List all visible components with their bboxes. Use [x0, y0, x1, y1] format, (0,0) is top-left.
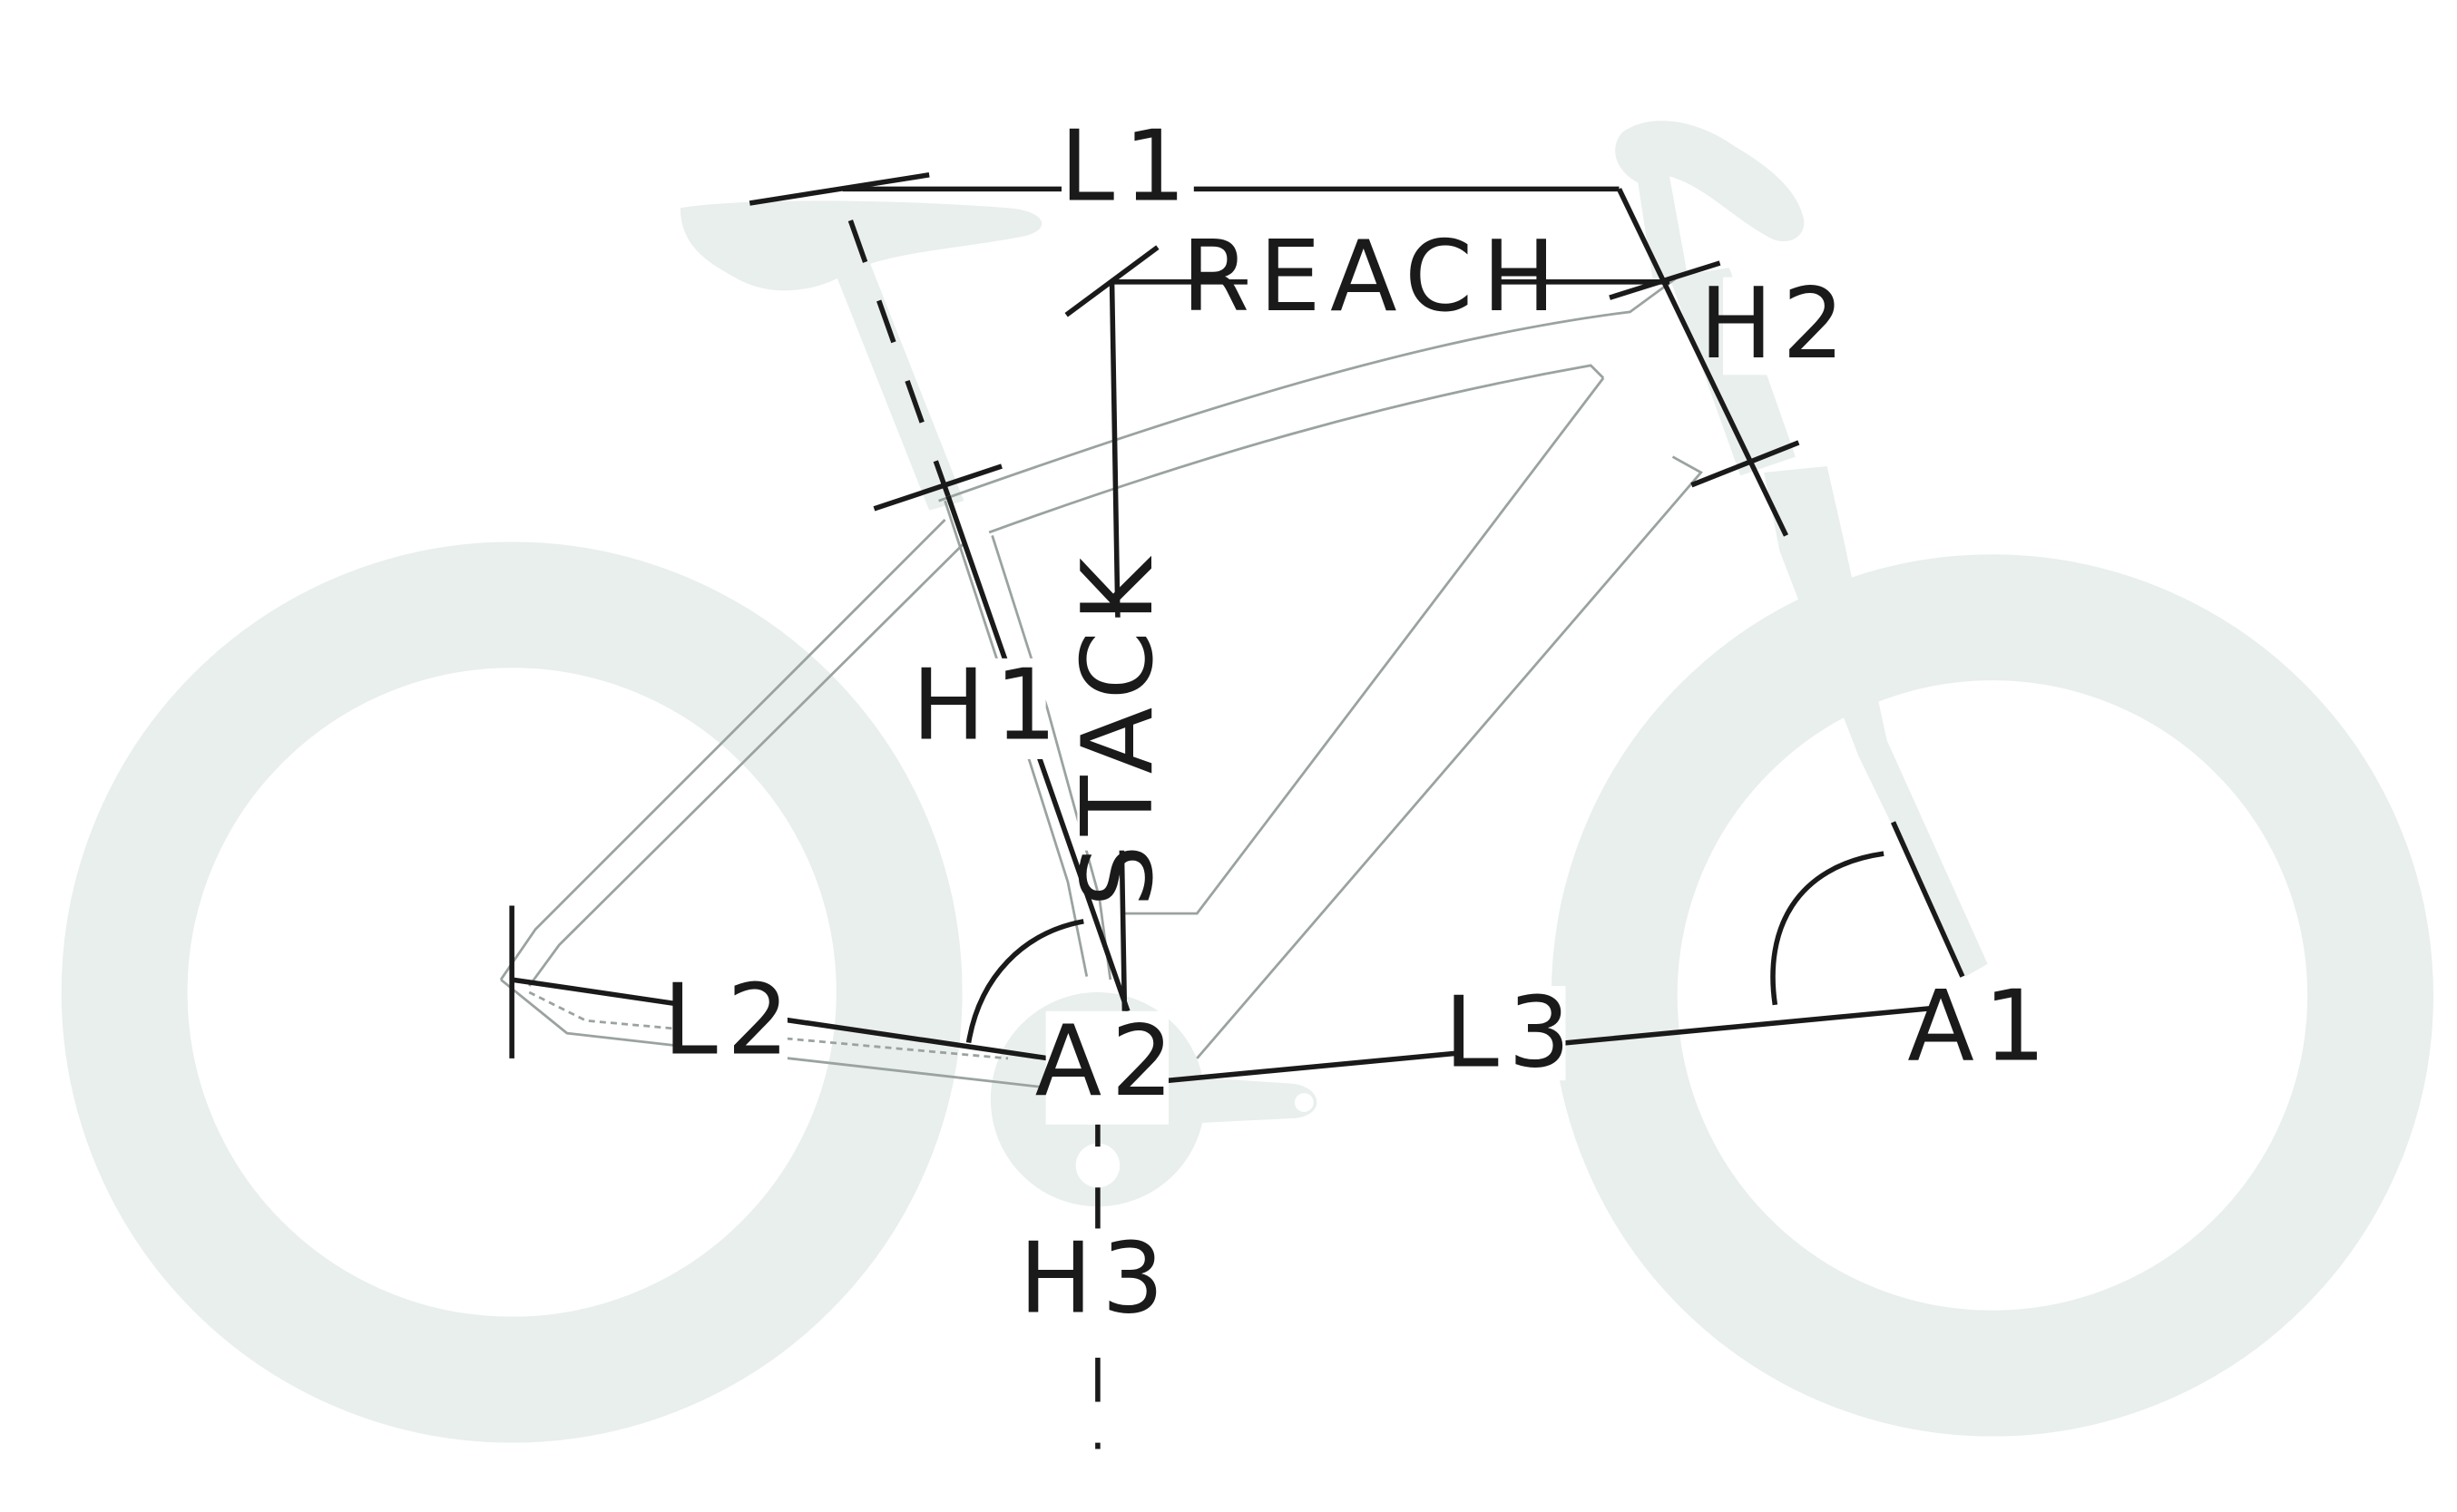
label-h3: H3	[1019, 1222, 1173, 1335]
fork	[1764, 465, 1988, 977]
down-tube	[1121, 376, 1605, 915]
a1-arc	[1770, 851, 1884, 1006]
down-tube-lower	[1196, 455, 1703, 1059]
pedal-axle	[1294, 1093, 1314, 1112]
dimension-labels: L1 REACH H2 H1 STACK L2 A2 L3 A1 H3	[663, 111, 2055, 1336]
handlebar-icon	[1615, 121, 1805, 288]
label-stack: STACK	[1062, 549, 1175, 907]
label-h2: H2	[1699, 268, 1854, 381]
reach-tick	[1064, 245, 1160, 317]
label-a1: A1	[1907, 971, 2055, 1084]
label-l2: L2	[663, 964, 798, 1078]
chain-stay-inner	[528, 990, 1009, 1060]
top-tube-lower	[988, 364, 1605, 534]
steering-axis	[1617, 188, 1789, 537]
label-h1: H1	[912, 649, 1066, 762]
seat-tube-tick	[873, 463, 1003, 512]
label-reach: REACH	[1181, 220, 1565, 334]
top-tube	[938, 276, 1679, 502]
rear-wheel	[61, 541, 963, 1443]
l2-line	[511, 977, 1103, 1069]
chain-stay	[500, 978, 1040, 1088]
chainring-hole	[1075, 1143, 1121, 1188]
a2-arc	[965, 919, 1084, 1043]
seat-tube	[944, 500, 1089, 977]
a1-fork-line	[1891, 821, 1965, 978]
h2-bottom-tick	[1690, 440, 1800, 488]
l1-seat-tick	[749, 172, 930, 206]
front-wheel	[1551, 554, 2433, 1437]
label-a2: A2	[1035, 1005, 1183, 1118]
label-l3: L3	[1444, 977, 1580, 1090]
label-l1: L1	[1060, 111, 1195, 224]
seat-stay-inner	[528, 542, 965, 987]
seatpost	[827, 245, 964, 511]
